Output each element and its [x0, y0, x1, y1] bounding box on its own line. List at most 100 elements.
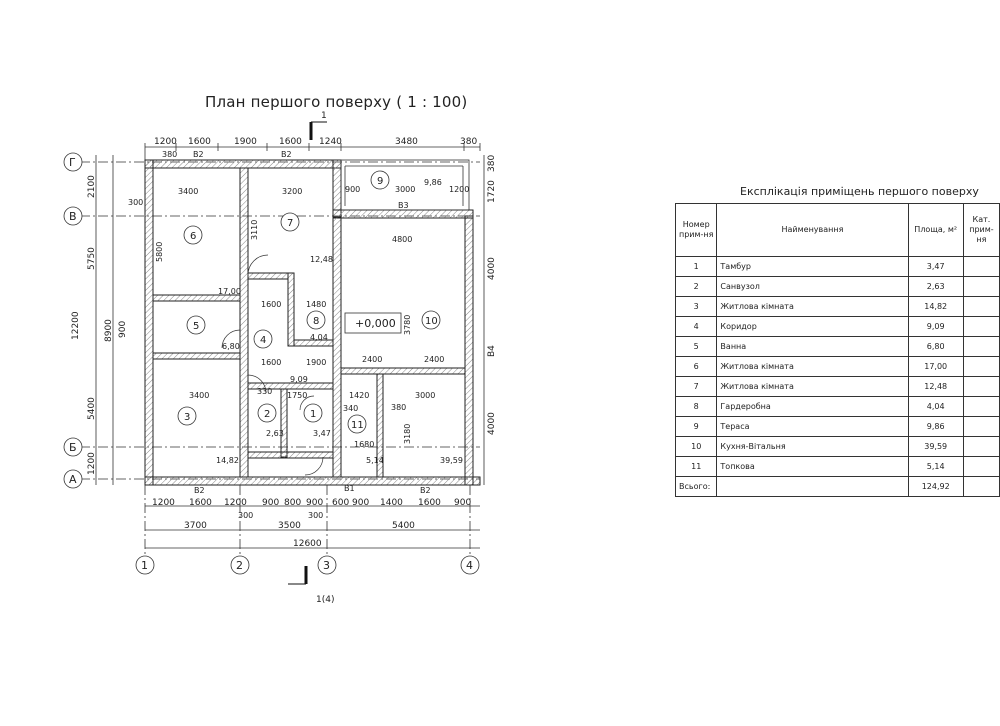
door-swings [221, 254, 324, 476]
window-label: B2 [194, 486, 205, 495]
dim-label: 330 [257, 387, 272, 396]
section-label-bottom: 1(4) [316, 595, 334, 605]
room-number: 8 [313, 316, 319, 327]
section-marker-top: 1 [309, 111, 327, 140]
dim-label: 2100 [87, 175, 97, 198]
dim-label: 3480 [395, 137, 418, 147]
terrace-outline [340, 159, 470, 211]
rooms-explication-table: Номер прим-ня Найменування Площа, м² Кат… [674, 203, 1000, 497]
room-area-cell: 12,48 [907, 376, 964, 397]
room-area-cell: 14,82 [907, 296, 964, 317]
room-number-cell: 5 [674, 336, 718, 357]
room-number: 11 [351, 420, 364, 431]
axis-number: 2 [236, 559, 243, 572]
dim-label: 1750 [287, 391, 307, 400]
room-name-cell: Топкова [716, 456, 909, 477]
axis-number: 4 [466, 559, 473, 572]
area-label: 9,09 [290, 375, 308, 384]
interior-walls [152, 167, 466, 478]
dim-label: 1420 [349, 391, 369, 400]
area-label: 5,14 [366, 456, 384, 465]
table-title: Експлікація приміщень першого поверху [740, 185, 979, 198]
dim-label: 3110 [250, 220, 259, 240]
table-header-row: Номер прим-ня Найменування Площа, м² Кат… [674, 203, 1000, 257]
bottom-dimensions [145, 505, 480, 549]
room-area-cell: 6,80 [907, 336, 964, 357]
dim-label: 300 [308, 511, 323, 520]
dim-label: 12200 [71, 311, 81, 340]
room-category-cell [962, 456, 1000, 477]
left-dim-labels: 2100 5750 5400 1200 12200 8900 900 [71, 175, 128, 475]
room-name-cell: Гардеробна [716, 396, 909, 417]
room-area-cell: 9,86 [907, 416, 964, 437]
dim-label: 1480 [306, 300, 326, 309]
total-empty [716, 476, 909, 497]
total-label: Всього: [674, 476, 718, 497]
dim-label: 1680 [354, 440, 374, 449]
total-category [962, 476, 1000, 497]
dim-label: 1200 [152, 498, 175, 508]
room-number-cell: 3 [674, 296, 718, 317]
dim-label: 2400 [424, 355, 444, 364]
dim-label: 3500 [278, 521, 301, 531]
area-label: 3,47 [313, 429, 331, 438]
room-name-cell: Житлова кімната [716, 356, 909, 377]
dim-label: 380 [460, 137, 477, 147]
dim-label: 900 [262, 498, 279, 508]
dim-label: 1240 [319, 137, 342, 147]
dim-label: 1600 [261, 300, 281, 309]
room-number-cell: 4 [674, 316, 718, 337]
table-total-row: Всього: 124,92 [674, 476, 1000, 497]
room-category-cell [962, 356, 1000, 377]
area-label: 12,48 [310, 255, 333, 264]
room-category-cell [962, 436, 1000, 457]
room-number: 4 [260, 335, 266, 346]
dim-label: 3000 [395, 185, 415, 194]
axis-numbers [135, 485, 480, 575]
dim-label: 8900 [104, 319, 114, 342]
dim-label: 380 [487, 155, 497, 172]
dim-label: 340 [343, 404, 358, 413]
room-name-cell: Санвузол [716, 276, 909, 297]
dim-label: 1600 [418, 498, 441, 508]
window-label: B2 [420, 486, 431, 495]
dim-label: 380 [162, 150, 177, 159]
room-category-cell [962, 256, 1000, 277]
window-label: B2 [193, 150, 204, 159]
dim-label: 600 [332, 498, 349, 508]
dim-label: 900 [454, 498, 471, 508]
room-area-cell: 39,59 [907, 436, 964, 457]
header-number: Номер прим-ня [674, 203, 718, 257]
dim-label: 1600 [188, 137, 211, 147]
room-number-cell: 9 [674, 416, 718, 437]
dim-label: 3200 [282, 187, 302, 196]
room-category-cell [962, 296, 1000, 317]
dim-label: 3180 [403, 424, 412, 444]
dim-label: 1600 [261, 358, 281, 367]
room-area-cell: 9,09 [907, 316, 964, 337]
room-number-cell: 8 [674, 396, 718, 417]
room-number: 10 [425, 316, 438, 327]
dim-label: 1900 [306, 358, 326, 367]
dim-label: 380 [391, 403, 406, 412]
room-area-cell: 4,04 [907, 396, 964, 417]
room-category-cell [962, 276, 1000, 297]
window-label: B4 [487, 345, 497, 357]
top-dim-labels: 1200 1600 1900 1600 1240 3480 380 380 B2… [154, 137, 477, 159]
room-number-cell: 10 [674, 436, 718, 457]
room-number: 6 [190, 231, 196, 242]
top-dimensions [144, 143, 481, 165]
dim-label: 900 [118, 321, 128, 338]
room-area-cell: 2,63 [907, 276, 964, 297]
dim-label: 1400 [380, 498, 403, 508]
section-marker-bottom: 1(4) [288, 566, 334, 605]
room-category-cell [962, 376, 1000, 397]
window-label: B3 [398, 201, 409, 210]
room-name-cell: Кухня-Вітальня [716, 436, 909, 457]
